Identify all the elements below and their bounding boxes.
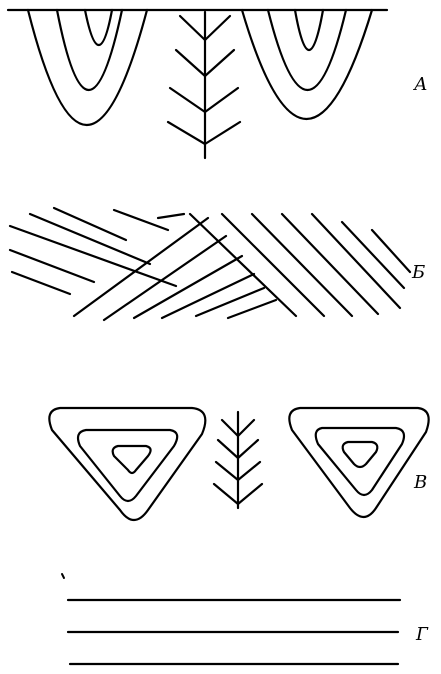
label-a: А (412, 74, 428, 95)
label-b: Б (411, 262, 425, 283)
panel-a-fold-right (242, 10, 372, 119)
panel-a-fold-left (28, 10, 147, 125)
label-g: Г (415, 624, 429, 645)
panel-b-left-hatch (10, 208, 176, 294)
panel-v-triangle-left (49, 408, 205, 520)
panel-v-triangle-right (289, 408, 428, 517)
panel-a-herringbone (168, 12, 240, 158)
panel-b: Б (10, 208, 425, 320)
panel-b-right-hatch (190, 214, 410, 316)
panel-v-herringbone (214, 412, 262, 508)
panel-g: Г (62, 574, 429, 664)
label-v: В (413, 472, 427, 493)
panel-v: В (49, 408, 428, 520)
panel-g-stray-mark (62, 574, 64, 578)
panel-a: А (8, 10, 428, 158)
